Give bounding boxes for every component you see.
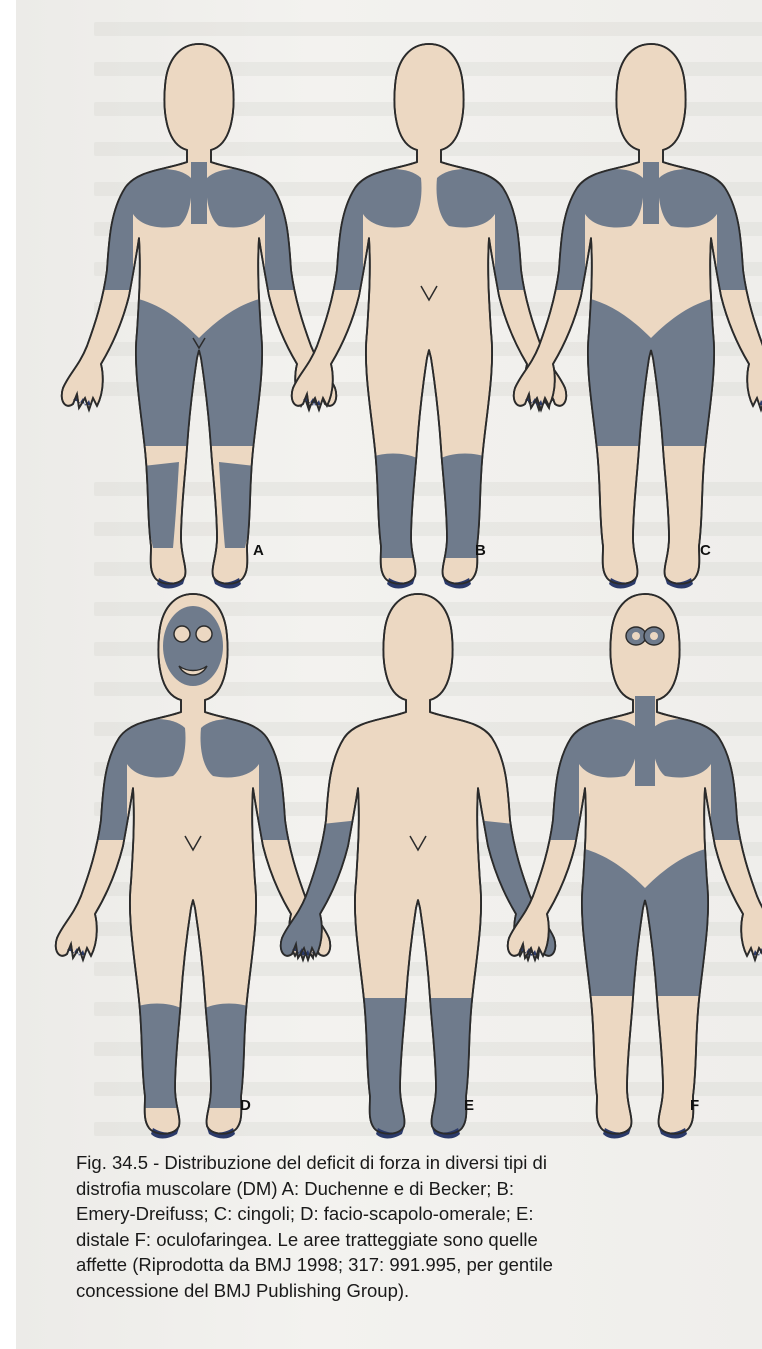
figure-e bbox=[276, 594, 560, 1140]
caption-line: distrofia muscolare (DM) A: Duchenne e d… bbox=[76, 1176, 762, 1202]
figure-label-b: B bbox=[475, 542, 486, 559]
figure-a bbox=[62, 44, 337, 589]
figure-caption: Fig. 34.5 - Distribuzione del deficit di… bbox=[76, 1150, 762, 1303]
caption-line: affette (Riprodotta da BMJ 1998; 317: 99… bbox=[76, 1252, 762, 1278]
figure-label-f: F bbox=[690, 1097, 699, 1114]
muscle-distribution-diagram: A B C D E F bbox=[0, 0, 762, 1140]
caption-line: distale F: oculofaringea. Le aree tratte… bbox=[76, 1227, 762, 1253]
figure-label-d: D bbox=[240, 1097, 251, 1114]
caption-line: Fig. 34.5 - Distribuzione del deficit di… bbox=[76, 1150, 762, 1176]
figure-label-e: E bbox=[464, 1097, 474, 1114]
caption-line: Emery-Dreifuss; C: cingoli; D: facio-sca… bbox=[76, 1201, 762, 1227]
figure-label-a: A bbox=[253, 542, 264, 559]
figure-d bbox=[56, 594, 331, 1139]
figure-f bbox=[508, 594, 762, 1139]
figure-c bbox=[514, 44, 762, 589]
figure-b bbox=[292, 44, 567, 589]
caption-line: concessione del BMJ Publishing Group). bbox=[76, 1278, 762, 1304]
figure-label-c: C bbox=[700, 542, 711, 559]
